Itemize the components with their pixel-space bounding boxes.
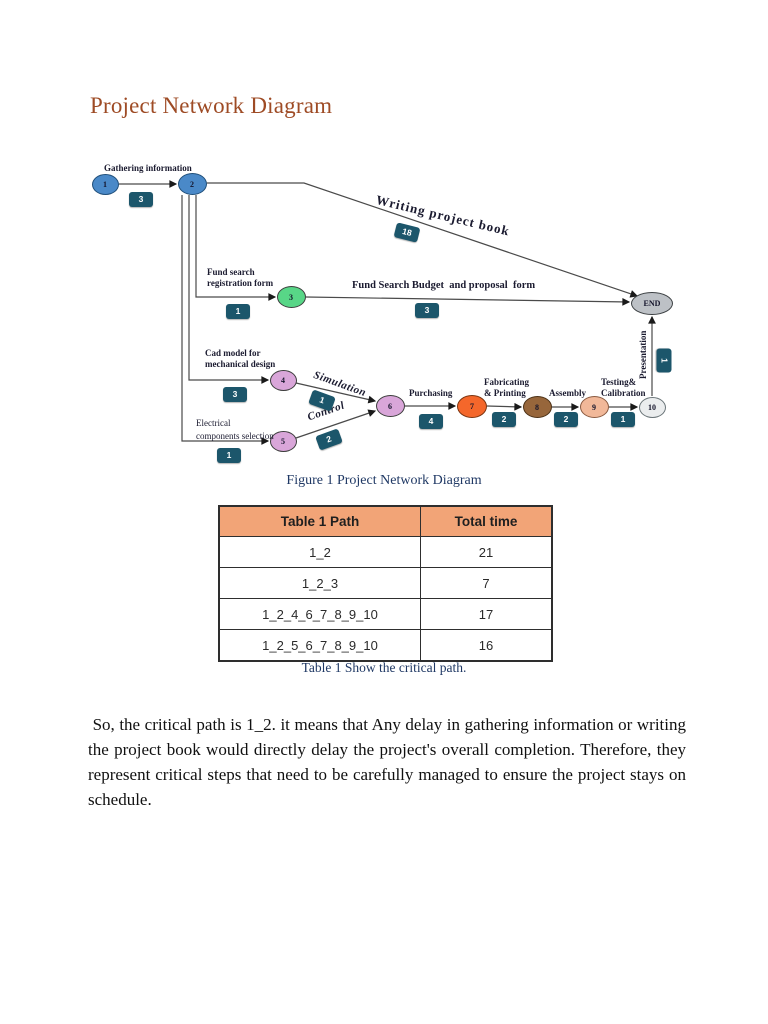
badge-duration: 3 [415,302,439,318]
node-10: 10 [638,396,666,418]
table-cell: 16 [420,629,553,662]
label-fabricating-printing: Fabricating & Printing [484,377,529,398]
node-8: 8 [522,396,552,418]
edge-2-4 [188,195,270,384]
badge-duration: 1 [611,411,635,427]
table-cell: 7 [420,567,553,599]
table-cell: 1_2 [218,536,421,568]
node-1: 1 [91,173,119,195]
label-electrical-components: Electrical components selection [196,418,274,442]
badge-duration: 2 [554,411,578,427]
badge-duration: 2 [492,411,516,427]
edge-7-8 [486,402,523,411]
edge-3-end [305,296,631,306]
edge-4-6 [295,382,377,404]
label-assembly: Assembly [549,388,587,398]
node-9: 9 [579,396,609,418]
node-4: 4 [269,369,297,391]
label-fund-search-registration: Fund search registration form [207,267,274,288]
node-end: END [631,291,673,315]
table-cell: 1_2_4_6_7_8_9_10 [218,598,421,630]
edge-5-6 [295,409,377,439]
table-cell: 1_2_5_6_7_8_9_10 [218,629,421,662]
badge-duration: 1 [226,303,250,319]
badge-duration: 4 [419,413,443,429]
page-title: Project Network Diagram [90,93,333,118]
figure-caption: Figure 1 Project Network Diagram [286,473,482,488]
node-3: 3 [276,286,306,308]
table-header-cell: Table 1 Path [218,505,421,537]
label-gathering-information: Gathering information [104,163,192,173]
label-fund-search-budget: Fund Search Budget and proposal form [352,280,536,291]
label-purchasing: Purchasing [409,388,453,398]
label-testing-calibration: Testing& Calibration [601,377,646,398]
table-cell: 17 [420,598,553,630]
edge-2-5 [181,195,270,445]
badge-duration: 3 [223,386,247,402]
edge-2-3 [195,195,277,301]
badge-duration: 1 [217,447,241,463]
table-cell: 21 [420,536,553,568]
table-caption: Table 1 Show the critical path. [301,660,467,675]
analysis-paragraph: So, the critical path is 1_2. it means t… [88,715,691,809]
node-5: 5 [269,430,297,452]
label-cad-model: Cad model for mechanical design [205,348,276,369]
node-2: 2 [177,173,207,195]
node-6: 6 [375,395,405,417]
label-presentation: Presentation [638,330,648,379]
table-cell: 1_2_3 [218,567,421,599]
badge-duration: 3 [129,191,153,207]
table-header-cell: Total time [420,505,553,537]
badge-duration: 1 [656,348,672,372]
node-7: 7 [457,394,487,418]
edge-2-end-writing [207,182,639,298]
